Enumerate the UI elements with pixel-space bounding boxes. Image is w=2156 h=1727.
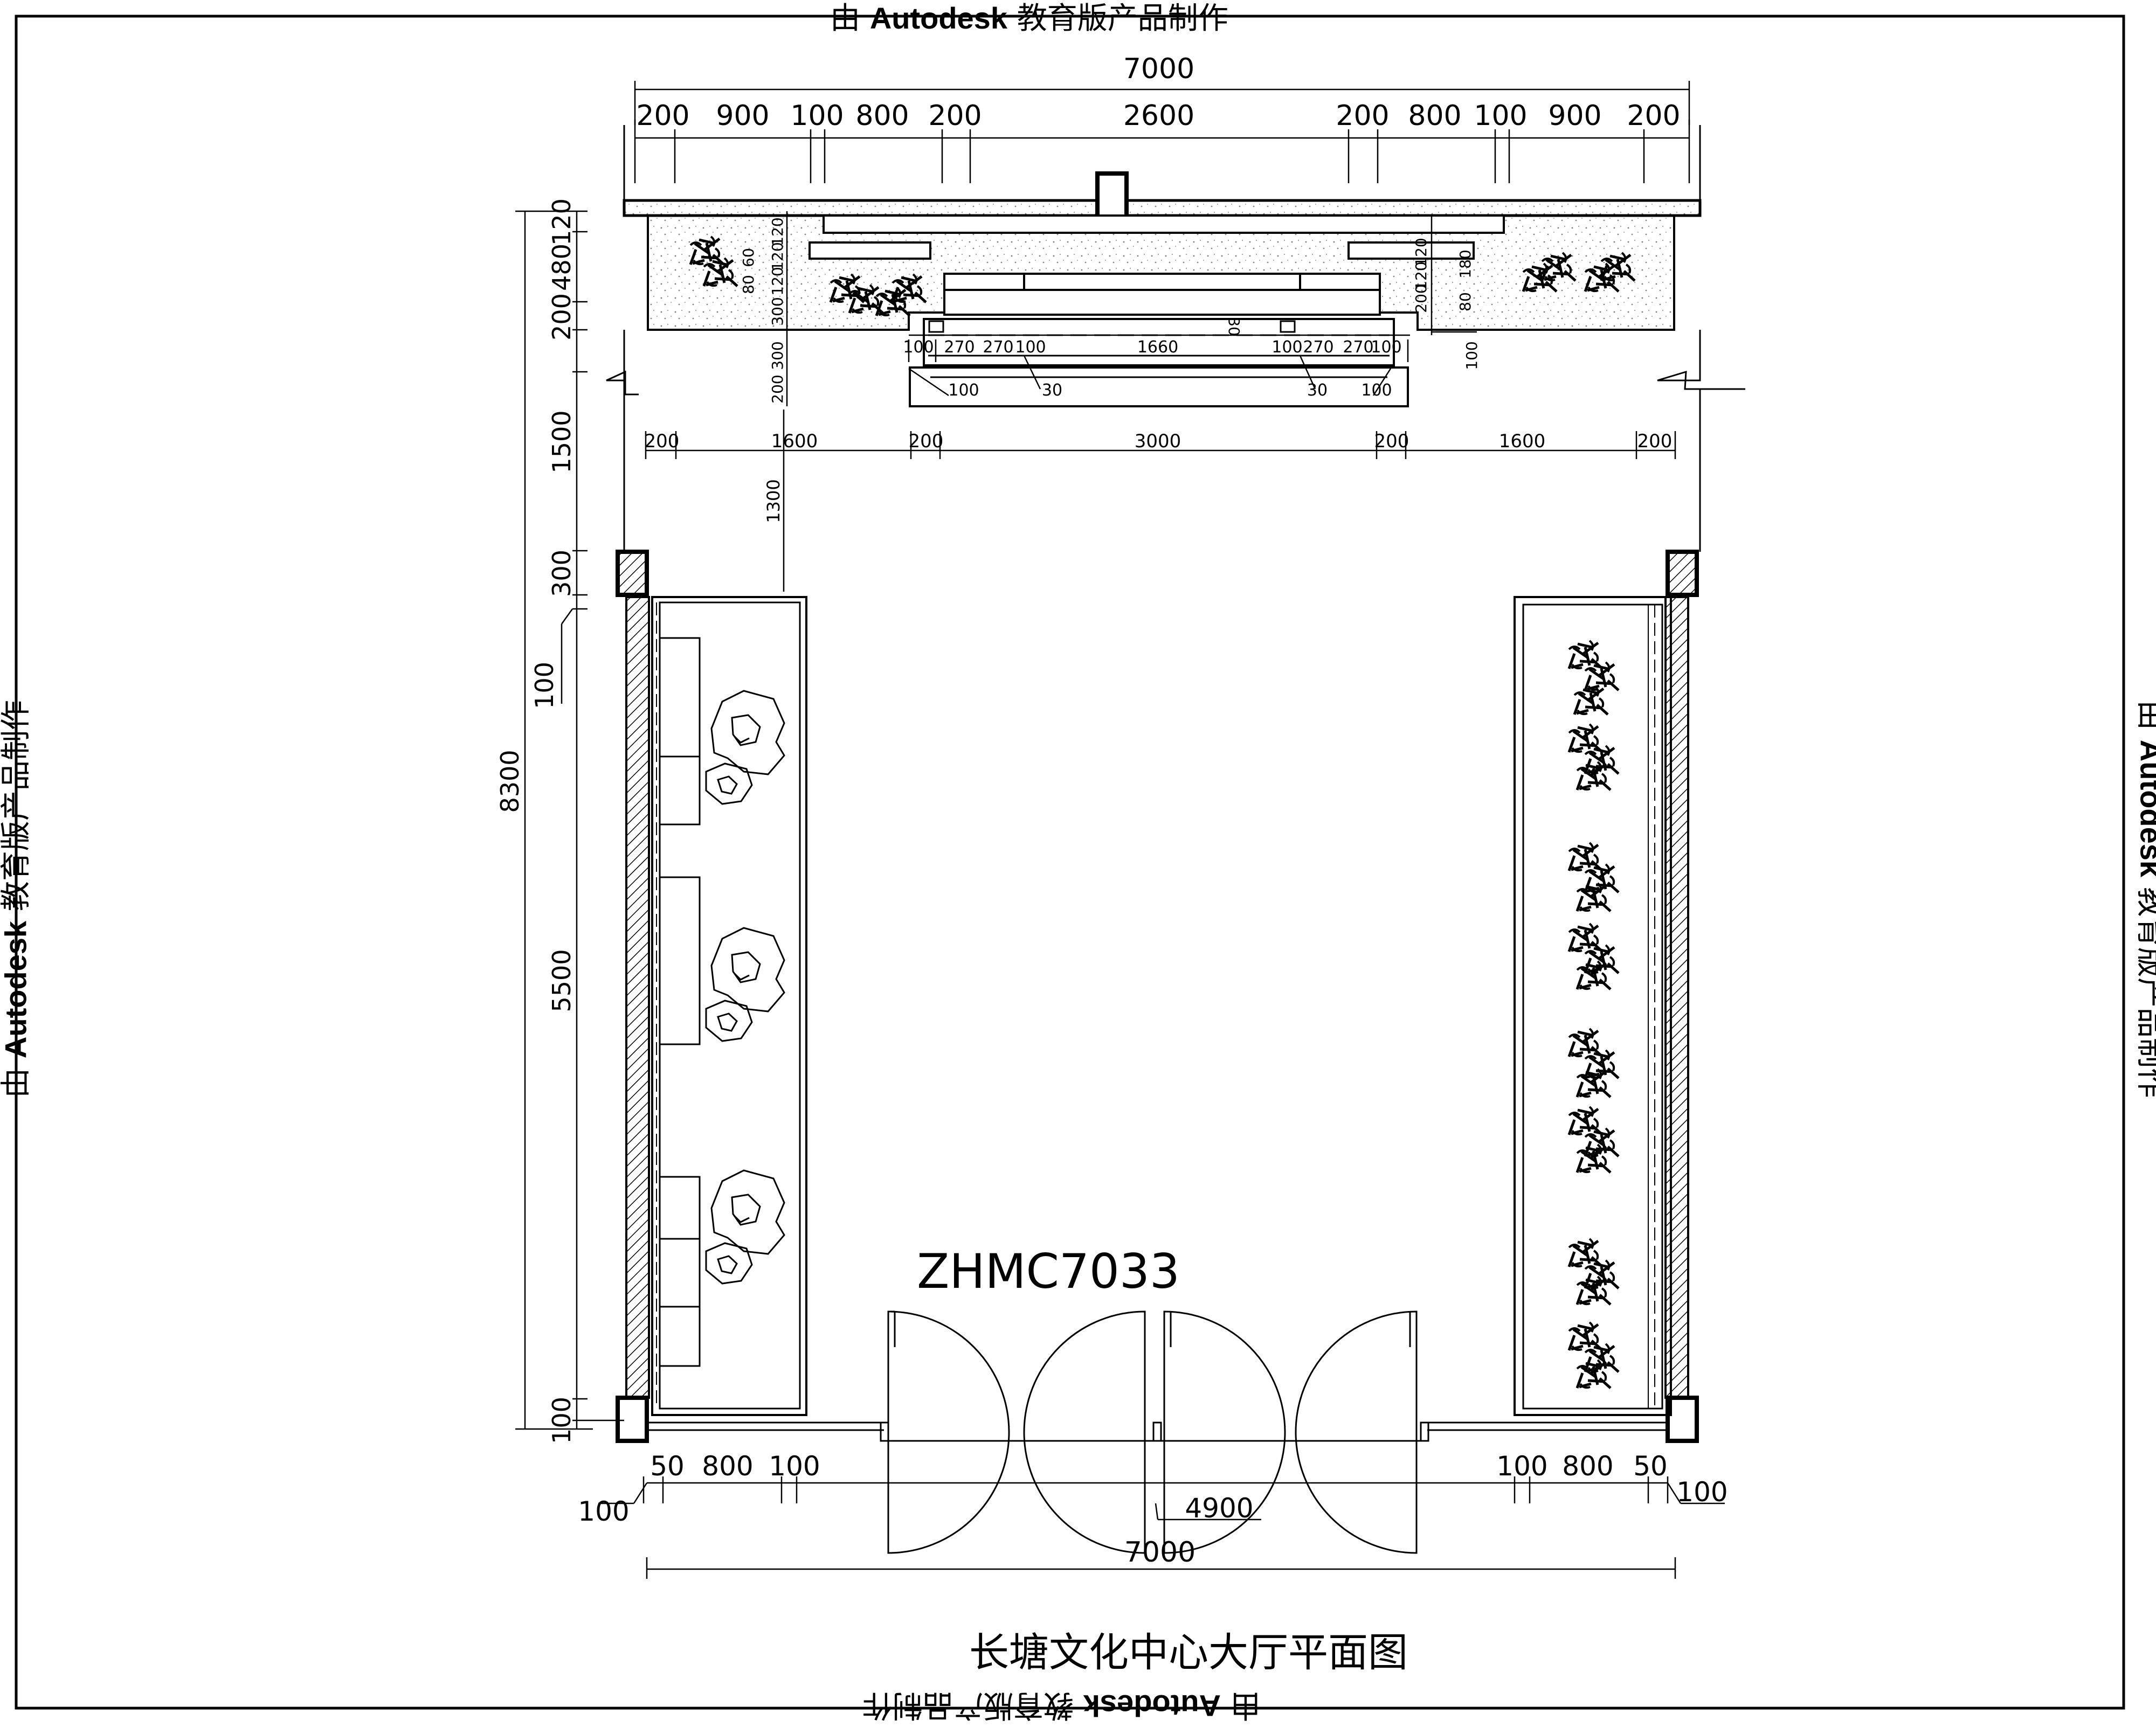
dim-counter-2: 270 xyxy=(944,338,975,357)
dim-top-8: 800 xyxy=(1408,100,1461,132)
dim-top-3: 100 xyxy=(790,100,844,132)
dim-top-9: 100 xyxy=(1474,100,1527,132)
top-column xyxy=(1097,174,1127,219)
dim-top-1: 200 xyxy=(636,100,689,132)
dim-small-300b: 300 xyxy=(769,341,786,370)
watermark-suffix: 教育版产品制作 xyxy=(1017,1,1228,36)
dim-small-300a: 300 xyxy=(769,297,786,325)
watermark-prefix: 由 xyxy=(830,1,860,36)
dim-top-10: 900 xyxy=(1548,100,1601,132)
watermark-bottom: 由 Autodesk 教育版产品制作 xyxy=(862,1690,1261,1721)
watermark-left: 由 Autodesk 教育版产品制作 xyxy=(1,576,32,1223)
dim-bottom-total: 7000 xyxy=(1124,1536,1196,1569)
watermark-brand: Autodesk xyxy=(870,1,1007,35)
dim-left-5500: 5500 xyxy=(547,949,576,1012)
dim-bottom-1: 50 xyxy=(650,1451,685,1482)
dim-left-8300: 8300 xyxy=(495,750,524,813)
dim-counter-8: 270 xyxy=(1343,338,1373,357)
dim-bottom-100-right: 100 xyxy=(1676,1476,1727,1508)
dim-right-100: 100 xyxy=(1463,341,1481,370)
dim-door-width: 4900 xyxy=(1185,1493,1253,1524)
watermark-brand: Autodesk xyxy=(1083,1689,1221,1723)
dim-counter-4: 100 xyxy=(1015,338,1046,357)
dim-top-4: 800 xyxy=(855,100,909,132)
dim-top-total: 7000 xyxy=(1123,53,1194,85)
dim-mid-4: 3000 xyxy=(1135,431,1181,452)
dim-mid-5: 200 xyxy=(1374,431,1409,452)
dim-counter-3: 270 xyxy=(983,338,1013,357)
left-wall xyxy=(624,380,649,1398)
dim-left-200: 200 xyxy=(547,293,576,341)
dim-counter-5: 1660 xyxy=(1137,338,1178,357)
drawing-title: 长塘文化中心大厅平面图 xyxy=(969,1633,1408,1673)
dim-left-1300: 1300 xyxy=(763,479,784,523)
watermark-brand: Autodesk xyxy=(2134,740,2156,877)
dim-mid-2: 1600 xyxy=(771,431,818,452)
dim-counter-bottom-3: 30 xyxy=(1307,381,1328,400)
dim-small-120c: 120 xyxy=(769,267,786,295)
dim-left-480: 480 xyxy=(547,244,576,291)
dim-top-6: 2600 xyxy=(1123,100,1194,132)
dim-counter-bottom-2: 30 xyxy=(1042,381,1062,400)
dim-top-7: 200 xyxy=(1336,100,1389,132)
dim-mid-3: 200 xyxy=(909,431,944,452)
dim-mid-7: 200 xyxy=(1637,431,1673,452)
columns xyxy=(618,552,1697,1441)
dim-counter-bottom-4: 100 xyxy=(1361,381,1392,400)
dim-counter-6: 100 xyxy=(1272,338,1302,357)
dim-bottom-3: 100 xyxy=(769,1451,820,1482)
watermark-top: 由 Autodesk 教育版产品制作 xyxy=(830,3,1228,34)
dim-small-80: 80 xyxy=(740,275,757,294)
dim-counter-1: 100 xyxy=(903,338,934,357)
reception-counter xyxy=(910,319,1408,406)
watermark-right: 由 Autodesk 教育版产品制作 xyxy=(2136,576,2156,1223)
watermark-prefix: 由 xyxy=(0,1068,34,1098)
drawing-code: ZHMC7033 xyxy=(917,1244,1180,1299)
dim-counter-9: 100 xyxy=(1371,338,1401,357)
dim-left-300: 300 xyxy=(547,550,576,597)
dim-left-100b: 100 xyxy=(547,1397,576,1444)
watermark-prefix: 由 xyxy=(2133,700,2156,730)
reception-back-wall xyxy=(648,216,1674,330)
dim-right-200: 200 xyxy=(1412,284,1430,313)
dim-counter-30: 30 xyxy=(1225,317,1243,336)
dim-top-11: 200 xyxy=(1627,100,1680,132)
dim-counter-7: 270 xyxy=(1303,338,1333,357)
dim-mid-1: 200 xyxy=(645,431,680,452)
watermark-suffix: 教育版产品制作 xyxy=(862,1688,1074,1723)
dim-small-60: 60 xyxy=(740,248,757,267)
dim-right-80: 80 xyxy=(1456,292,1474,311)
dim-top-5: 200 xyxy=(928,100,982,132)
watermark-brand: Autodesk xyxy=(0,921,33,1058)
dim-counter-bottom-1: 100 xyxy=(948,381,979,400)
dim-small-120a: 120 xyxy=(769,217,786,246)
dim-bottom-100-left: 100 xyxy=(578,1496,629,1527)
left-planter xyxy=(652,597,806,1415)
dim-small-120b: 120 xyxy=(769,242,786,271)
dim-left-1500: 1500 xyxy=(547,410,576,473)
dim-bottom-5: 800 xyxy=(1562,1451,1613,1482)
watermark-prefix: 由 xyxy=(1231,1688,1261,1723)
dim-bottom-4: 100 xyxy=(1496,1451,1547,1482)
watermark-suffix: 教育版产品制作 xyxy=(0,700,34,911)
dim-bottom-2: 800 xyxy=(702,1451,753,1482)
dim-left-120: 120 xyxy=(547,198,576,246)
dim-mid-6: 1600 xyxy=(1499,431,1546,452)
dim-left-100: 100 xyxy=(530,662,559,709)
dim-right-180: 180 xyxy=(1456,249,1474,278)
dim-bottom-6: 50 xyxy=(1633,1451,1668,1482)
watermark-suffix: 教育版产品制作 xyxy=(2133,887,2156,1098)
dim-small-200: 200 xyxy=(769,374,786,403)
dim-top-2: 900 xyxy=(716,100,769,132)
right-plants xyxy=(1569,641,1619,1388)
